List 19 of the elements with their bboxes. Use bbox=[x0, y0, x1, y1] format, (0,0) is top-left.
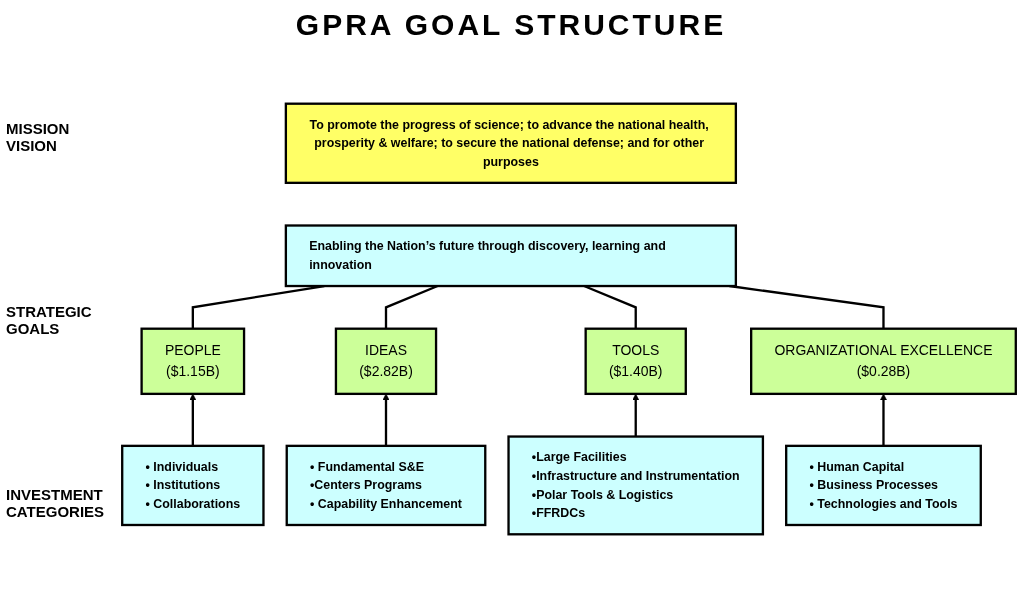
node-box: ORGANIZATIONAL EXCELLENCE ($0.28B) bbox=[750, 327, 1017, 396]
node-box: IDEAS ($2.82B) bbox=[334, 327, 438, 396]
diagram-title: GPRA GOAL STRUCTURE bbox=[294, 8, 728, 42]
arrow bbox=[189, 393, 197, 446]
node-box: TOOLS ($1.40B) bbox=[584, 327, 687, 396]
arrow bbox=[880, 393, 887, 446]
node-box: •Large Facilities •Infrastructure and Instrumentation •Polar Tools & Logistics •FFRDCs bbox=[507, 435, 765, 536]
node-box: • Fundamental S&E •Centers Programs • Capability Enhancement bbox=[285, 444, 487, 527]
section-label: STRATEGIC GOALS bbox=[6, 303, 93, 337]
connector bbox=[729, 284, 885, 329]
node-box: Enabling the Nation’s future through discovery, learning and innovation bbox=[284, 224, 738, 288]
node-box: • Individuals • Institutions • Collaborations bbox=[121, 444, 265, 527]
node-box: PEOPLE ($1.15B) bbox=[140, 327, 246, 396]
node-box: To promote the progress of science; to advance the national health, prosperity & welfare; to secure the national defense; and for other purposes bbox=[284, 102, 738, 184]
section-label: INVESTMENT CATEGORIES bbox=[6, 485, 106, 520]
arrow bbox=[632, 393, 640, 437]
arrow bbox=[382, 393, 390, 446]
node-box: • Human Capital • Business Processes • Technologies and Tools bbox=[785, 444, 982, 527]
section-label: MISSION VISION bbox=[6, 120, 71, 155]
